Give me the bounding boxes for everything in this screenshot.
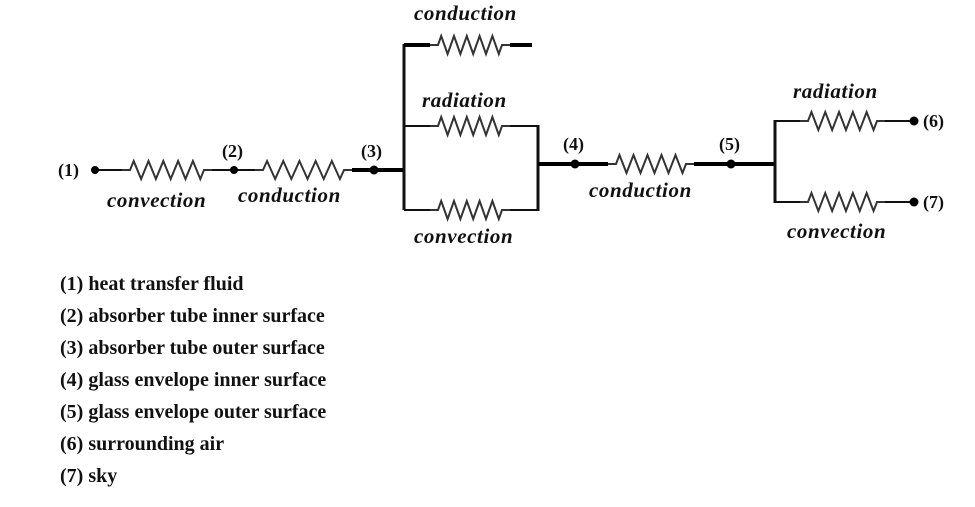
label-radiation-3-4: radiation bbox=[422, 88, 507, 112]
label-convection-5-7: convection bbox=[787, 219, 886, 243]
legend-item-7: (7) sky bbox=[60, 465, 118, 487]
resistors bbox=[122, 33, 885, 222]
resistor-labels: convection conduction conduction radiati… bbox=[107, 1, 886, 248]
node-dot-2 bbox=[230, 166, 238, 174]
node-label-6: (6) bbox=[923, 111, 944, 132]
label-conduction-3: conduction bbox=[414, 1, 517, 25]
legend-item-6: (6) surrounding air bbox=[60, 433, 225, 455]
node-label-2: (2) bbox=[222, 141, 243, 162]
node-dot-1 bbox=[91, 166, 99, 174]
node-dot-4 bbox=[570, 159, 580, 169]
node-label-5: (5) bbox=[719, 134, 740, 155]
resistor-radiation-5-6 bbox=[800, 109, 885, 133]
node-dots bbox=[91, 116, 919, 207]
resistor-convection-1-2 bbox=[122, 158, 212, 182]
label-convection-1-2: convection bbox=[107, 188, 206, 212]
node-legend: (1) heat transfer fluid (2) absorber tub… bbox=[60, 268, 326, 492]
resistor-conduction-3 bbox=[430, 33, 510, 57]
node-dot-7 bbox=[909, 197, 919, 207]
legend-item-4: (4) glass envelope inner surface bbox=[60, 369, 327, 391]
resistor-conduction-2-3 bbox=[255, 158, 352, 182]
node-label-4: (4) bbox=[563, 134, 584, 155]
node-dot-6 bbox=[909, 116, 919, 126]
resistor-convection-3-4 bbox=[430, 198, 510, 222]
resistor-conduction-4-5 bbox=[608, 152, 694, 176]
legend-item-5: (5) glass envelope outer surface bbox=[60, 401, 327, 423]
label-conduction-2-3: conduction bbox=[238, 183, 341, 207]
legend-item-3: (3) absorber tube outer surface bbox=[60, 337, 325, 359]
node-labels: (1) (2) (3) (4) (5) (6) (7) bbox=[58, 111, 944, 213]
node-dot-3 bbox=[369, 165, 379, 175]
label-convection-3-4: convection bbox=[414, 224, 513, 248]
wires bbox=[95, 43, 913, 211]
legend-item-1: (1) heat transfer fluid bbox=[60, 273, 244, 295]
legend-item-2: (2) absorber tube inner surface bbox=[60, 305, 325, 327]
node-label-3: (3) bbox=[361, 141, 382, 162]
resistor-convection-5-7 bbox=[800, 190, 885, 214]
node-label-7: (7) bbox=[923, 192, 944, 213]
node-label-1: (1) bbox=[58, 160, 79, 181]
label-conduction-4-5: conduction bbox=[589, 178, 692, 202]
node-dot-5 bbox=[726, 159, 736, 169]
resistor-radiation-3-4 bbox=[430, 114, 510, 138]
label-radiation-5-6: radiation bbox=[793, 79, 878, 103]
